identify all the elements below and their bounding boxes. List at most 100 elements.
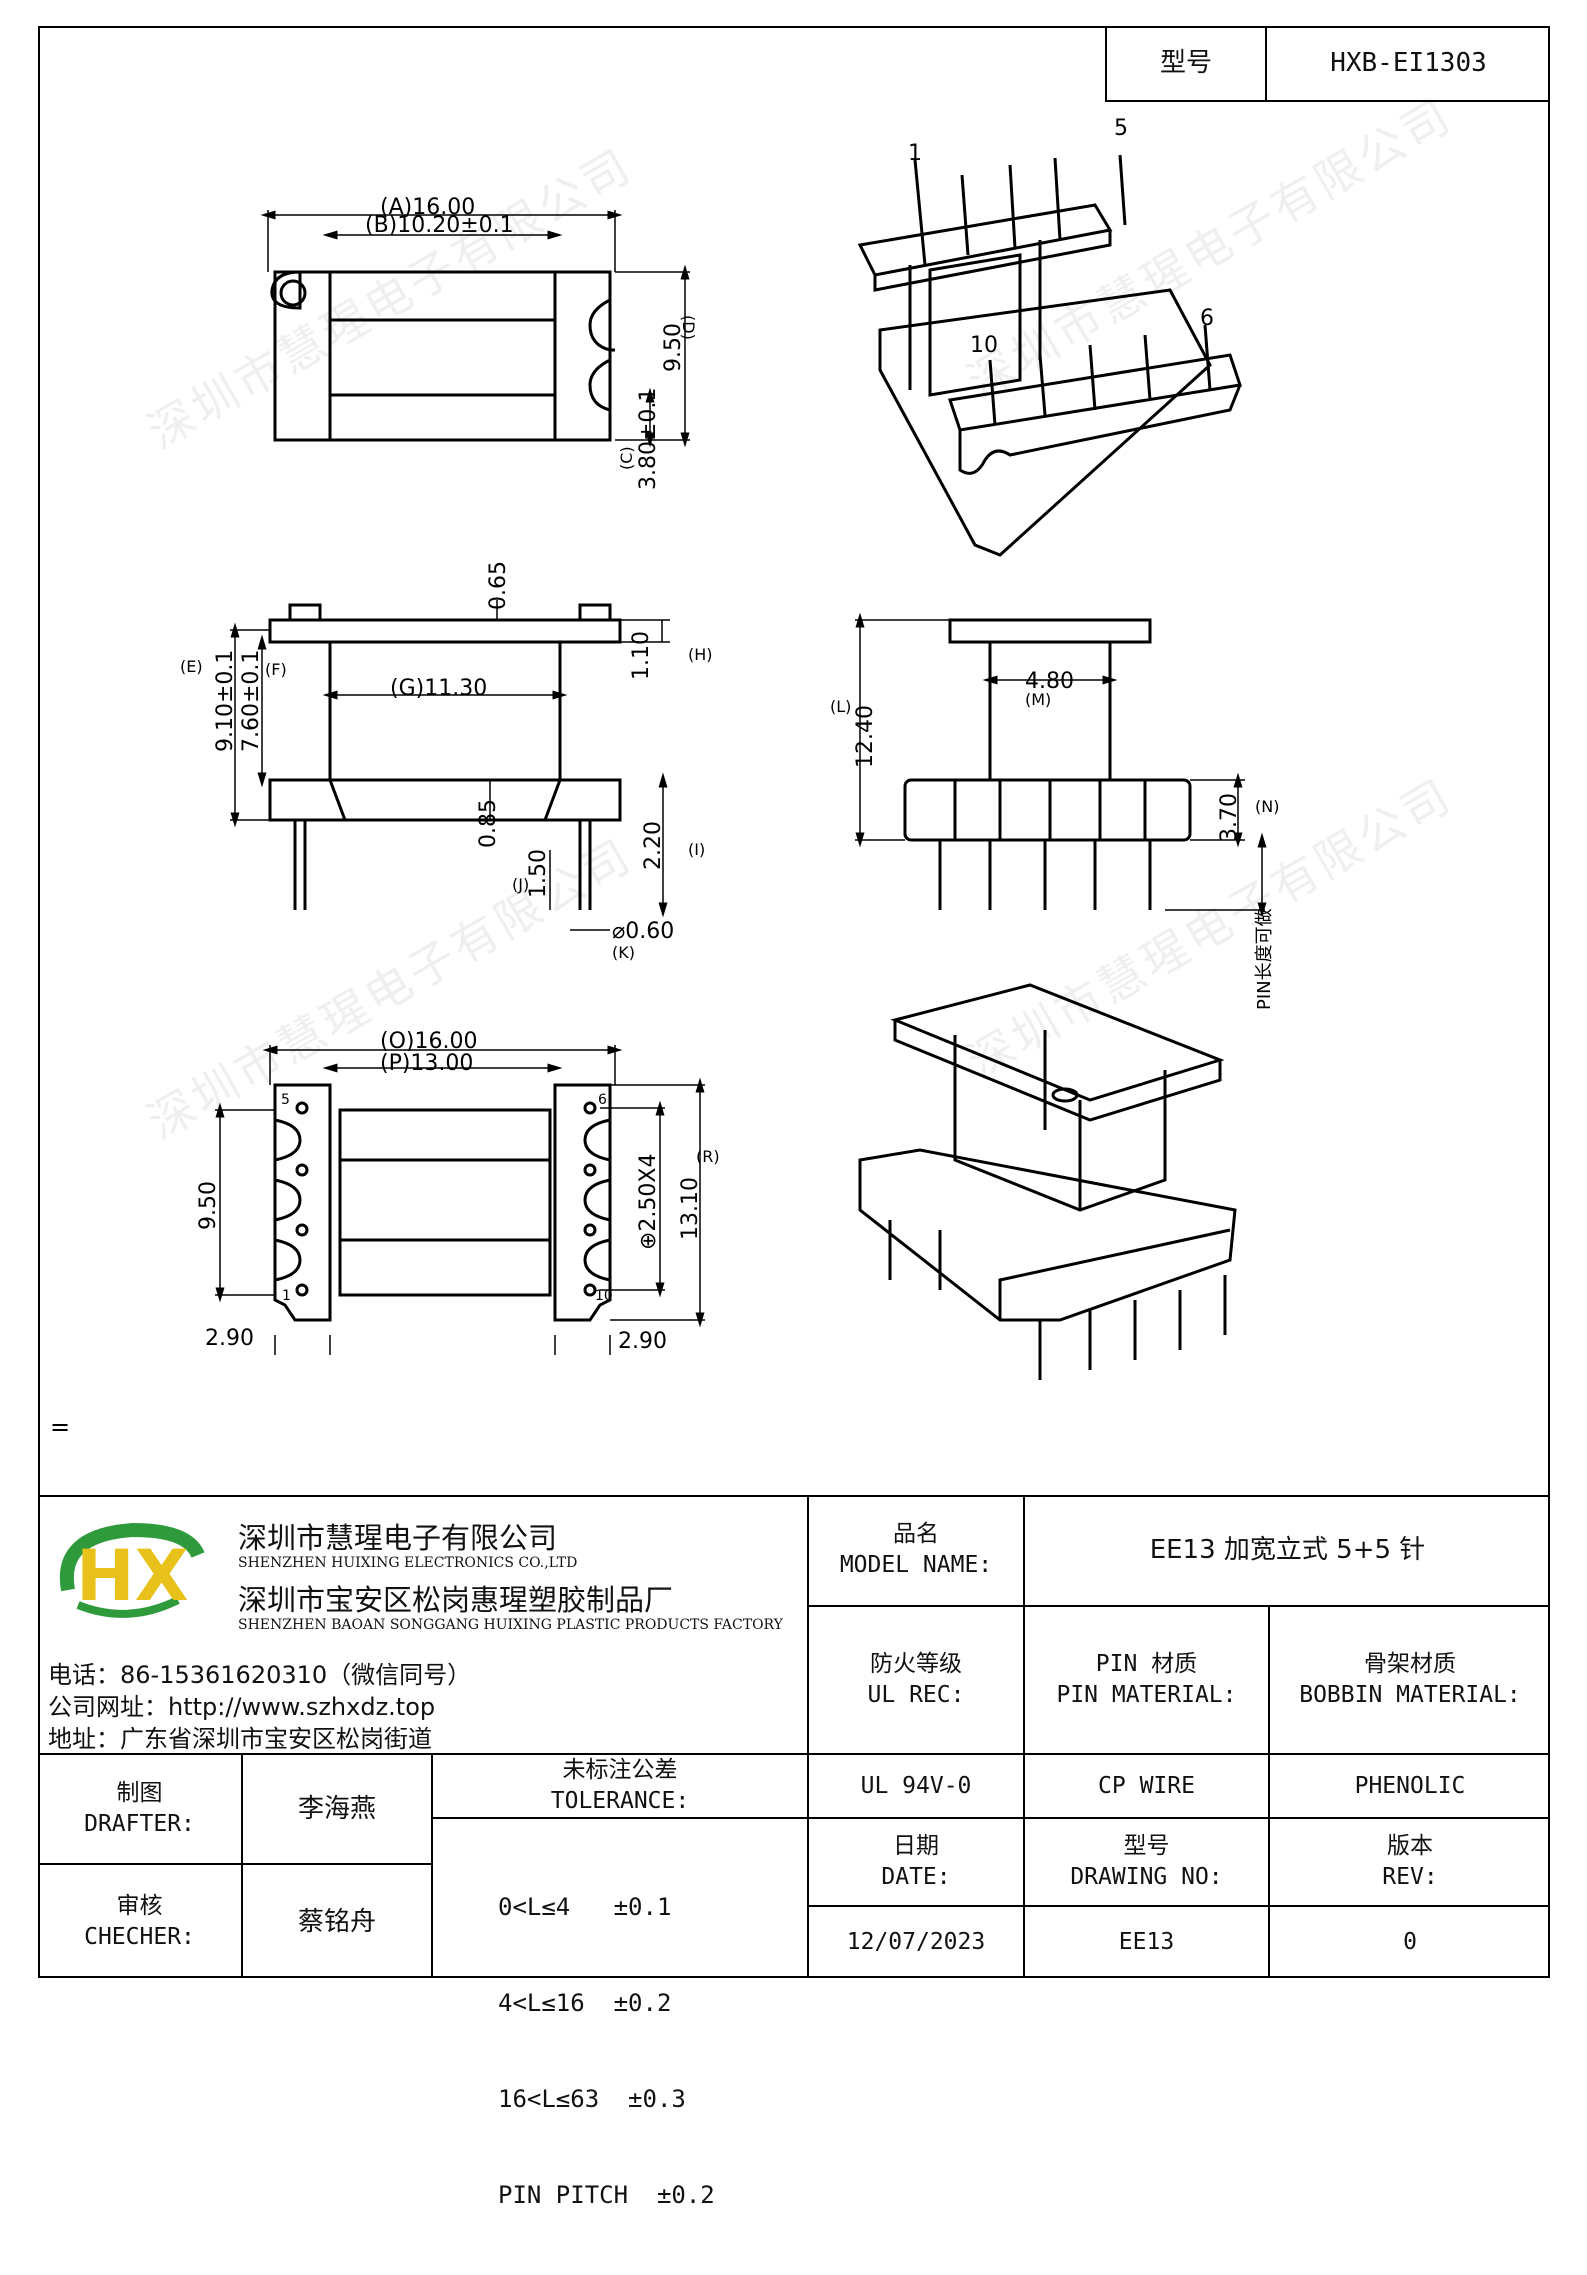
bobbin-material-cn: 骨架材质 [1364,1651,1456,1677]
dim-085: 0.85 [476,799,501,848]
watermark-2: 深圳市慧瑆电子有限公司 [959,88,1462,410]
tolerance-list: 0<L≤4 ±0.1 4<L≤16 ±0.2 16<L≤63 ±0.3 PIN … [498,1827,715,2275]
company-logo: HX [48,1515,218,1625]
dim-i: 2.20 [641,821,666,870]
dim-d-tag: (D) [679,315,698,340]
tolerance-en: TOLERANCE: [550,1788,690,1814]
checker-name: 蔡铭舟 [297,1906,376,1937]
dim-j: 1.50 [526,849,551,898]
tolerance-header: 未标注公差 TOLERANCE: [433,1755,807,1817]
dim-n-tag: (N) [1255,797,1279,816]
side-view [855,612,1267,918]
pin-label-10: 10 [595,1288,613,1304]
dim-i-tag: (I) [688,840,705,859]
header-model-box: 型号 HXB-EI1303 [1105,26,1550,102]
dim-k: ⌀0.60 [612,919,674,944]
drafter-cn: 制图 [116,1780,163,1806]
dim-l-tag: (L) [830,697,851,716]
drafter-name: 李海燕 [297,1794,376,1824]
drawing-no-en: DRAWING NO: [1070,1864,1223,1890]
drawing-frame [38,26,1550,1978]
watermark-1: 深圳市慧瑆电子有限公司 [139,138,642,460]
dim-k-tag: (K) [612,943,635,962]
iso-pin-1: 1 [908,141,922,166]
front-view [230,600,670,931]
company-address: 地址：广东省深圳市宝安区松岗街道 [48,1725,432,1753]
rev-header: 版本 REV: [1270,1819,1550,1905]
pin-label-5: 5 [281,1092,290,1108]
dim-h2-tag: (H) [688,645,713,664]
dim-f: 7.60±0.1 [239,650,264,752]
tolerance-row-1: 0<L≤4 ±0.1 [498,1893,672,1921]
logo-text: HX [76,1535,189,1617]
header-model-label: 型号 [1107,26,1267,100]
dim-b: (B)10.20±0.1 [365,213,514,238]
dim-c: 3.80±0.1 [636,388,661,490]
dim-a: (A)16.00 [380,195,475,220]
bobbin-material-en: BOBBIN MATERIAL: [1299,1682,1521,1708]
dim-r: 13.10 [678,1177,703,1240]
ul-en: UL REC: [867,1682,965,1708]
tolerance-cn: 未标注公差 [562,1757,678,1783]
pin-label-1: 1 [282,1288,291,1304]
model-name-value: EE13 加宽立式 5+5 针 [1149,1535,1426,1565]
dim-r-tag: (R) [696,1147,720,1166]
dim-l: 12.40 [853,705,878,768]
date-cn: 日期 [893,1833,939,1859]
logo-swoosh [59,1522,205,1592]
iso-pin-10: 10 [970,333,998,358]
pin-material-cn: PIN 材质 [1095,1651,1198,1677]
rev-value: 0 [1403,1929,1417,1955]
tolerance-row-3: 16<L≤63 ±0.3 [498,2085,686,2113]
iso-pin-5: 5 [1114,116,1128,141]
ul-value: UL 94V-0 [860,1772,972,1799]
iso-view-assembled [858,983,1237,1380]
date-en: DATE: [881,1864,951,1890]
drawing-no-header: 型号 DRAWING NO: [1025,1819,1268,1905]
rev-en: REV: [1382,1864,1438,1890]
pin-label-6: 6 [598,1092,607,1108]
technical-drawing: 深圳市慧瑆电子有限公司 深圳市慧瑆电子有限公司 深圳市慧瑆电子有限公司 深圳市慧… [50,88,1462,1441]
iso-view-exploded [857,154,1242,557]
dim-left: 2.90 [205,1326,254,1351]
dim-c-tag: (C) [617,446,636,470]
pin-material-en: PIN MATERIAL: [1056,1682,1237,1708]
dim-o: (O)16.00 [380,1029,477,1054]
dim-pitch: ⊕2.50X4 [636,1154,661,1251]
dim-m-tag: (M) [1025,690,1051,709]
company-phone: 电话：86-15361620310（微信同号） [48,1661,472,1689]
model-name-cn: 品名 [893,1521,939,1547]
dim-right: 2.90 [618,1329,667,1354]
company-name-cn: 深圳市慧瑆电子有限公司 [238,1521,558,1555]
checker-cn: 审核 [116,1892,163,1919]
title-block: HX 深圳市慧瑆电子有限公司 SHENZHEN HUIXING ELECTRON… [38,1495,1550,2209]
note-mark: = [50,1413,70,1441]
checker-en: CHECHER: [84,1923,195,1950]
bobbin-material-value: PHENOLIC [1354,1772,1466,1799]
drafter-en: DRAFTER: [84,1811,195,1837]
company-name-en: SHENZHEN HUIXING ELECTRONICS CO.,LTD [238,1555,578,1571]
dim-e: 9.10±0.1 [213,650,238,752]
top-view [260,210,690,448]
dim-950: 9.50 [196,1181,221,1230]
checker-header: 审核 CHECHER: [38,1865,241,1978]
model-name-en: MODEL NAME: [839,1552,993,1578]
tolerance-row-4: PIN PITCH ±0.2 [498,2181,715,2209]
drawing-no-cn: 型号 [1123,1833,1170,1859]
drafter-header: 制图 DRAFTER: [38,1755,241,1863]
date-header: 日期 DATE: [809,1819,1023,1905]
dim-j-tag: (J) [512,875,529,894]
dim-h2: 1.10 [629,631,654,680]
dim-g: (G)11.30 [390,676,487,701]
drawing-no-value: EE13 [1118,1929,1175,1955]
dim-p: (P)13.00 [380,1051,473,1076]
dim-m: 4.80 [1025,669,1074,694]
bobbin-material-header: 骨架材质 BOBBIN MATERIAL: [1270,1607,1550,1753]
dim-d: 9.50 [661,323,686,372]
ul-cn: 防火等级 [870,1651,962,1677]
factory-name-cn: 深圳市宝安区松岗惠瑆塑胶制品厂 [238,1583,674,1617]
header-model-value: HXB-EI1303 [1330,48,1487,78]
iso-pin-6: 6 [1200,306,1214,331]
dim-f-tag: (F) [265,660,287,679]
pin-material-value: CP WIRE [1098,1772,1195,1799]
